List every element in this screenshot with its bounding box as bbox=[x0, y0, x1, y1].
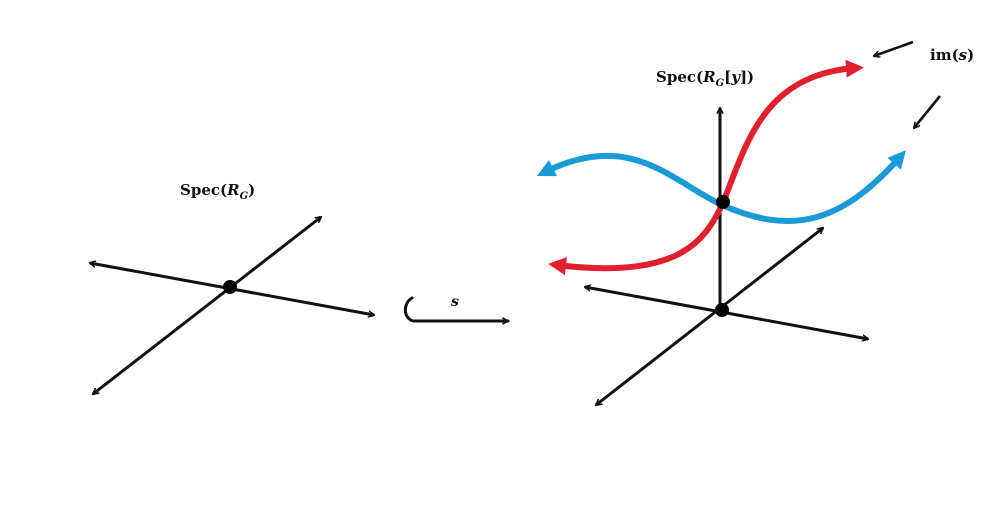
spec-rg-label: Spec(RG) bbox=[180, 181, 255, 202]
spec-rg-axes bbox=[90, 215, 374, 396]
right-axis-diagonal bbox=[596, 226, 823, 407]
image-pointer-arrow-red bbox=[874, 40, 914, 56]
map-s-label: s bbox=[451, 294, 459, 310]
blue-section-curve bbox=[536, 150, 906, 224]
left-axis-diagonal bbox=[93, 215, 321, 396]
inclusion-arrow-s: s bbox=[403, 294, 510, 321]
left-origin-point bbox=[223, 280, 237, 294]
intersection-point bbox=[716, 195, 730, 209]
spec-rgy-label: Spec(RG[y]) bbox=[656, 68, 754, 89]
hook-arrow bbox=[403, 296, 510, 321]
image-s-label: im(s) bbox=[930, 46, 974, 64]
right-origin-point bbox=[715, 303, 729, 317]
image-pointer-arrow-blue bbox=[914, 95, 942, 128]
spec-rgy-axes bbox=[585, 108, 868, 407]
